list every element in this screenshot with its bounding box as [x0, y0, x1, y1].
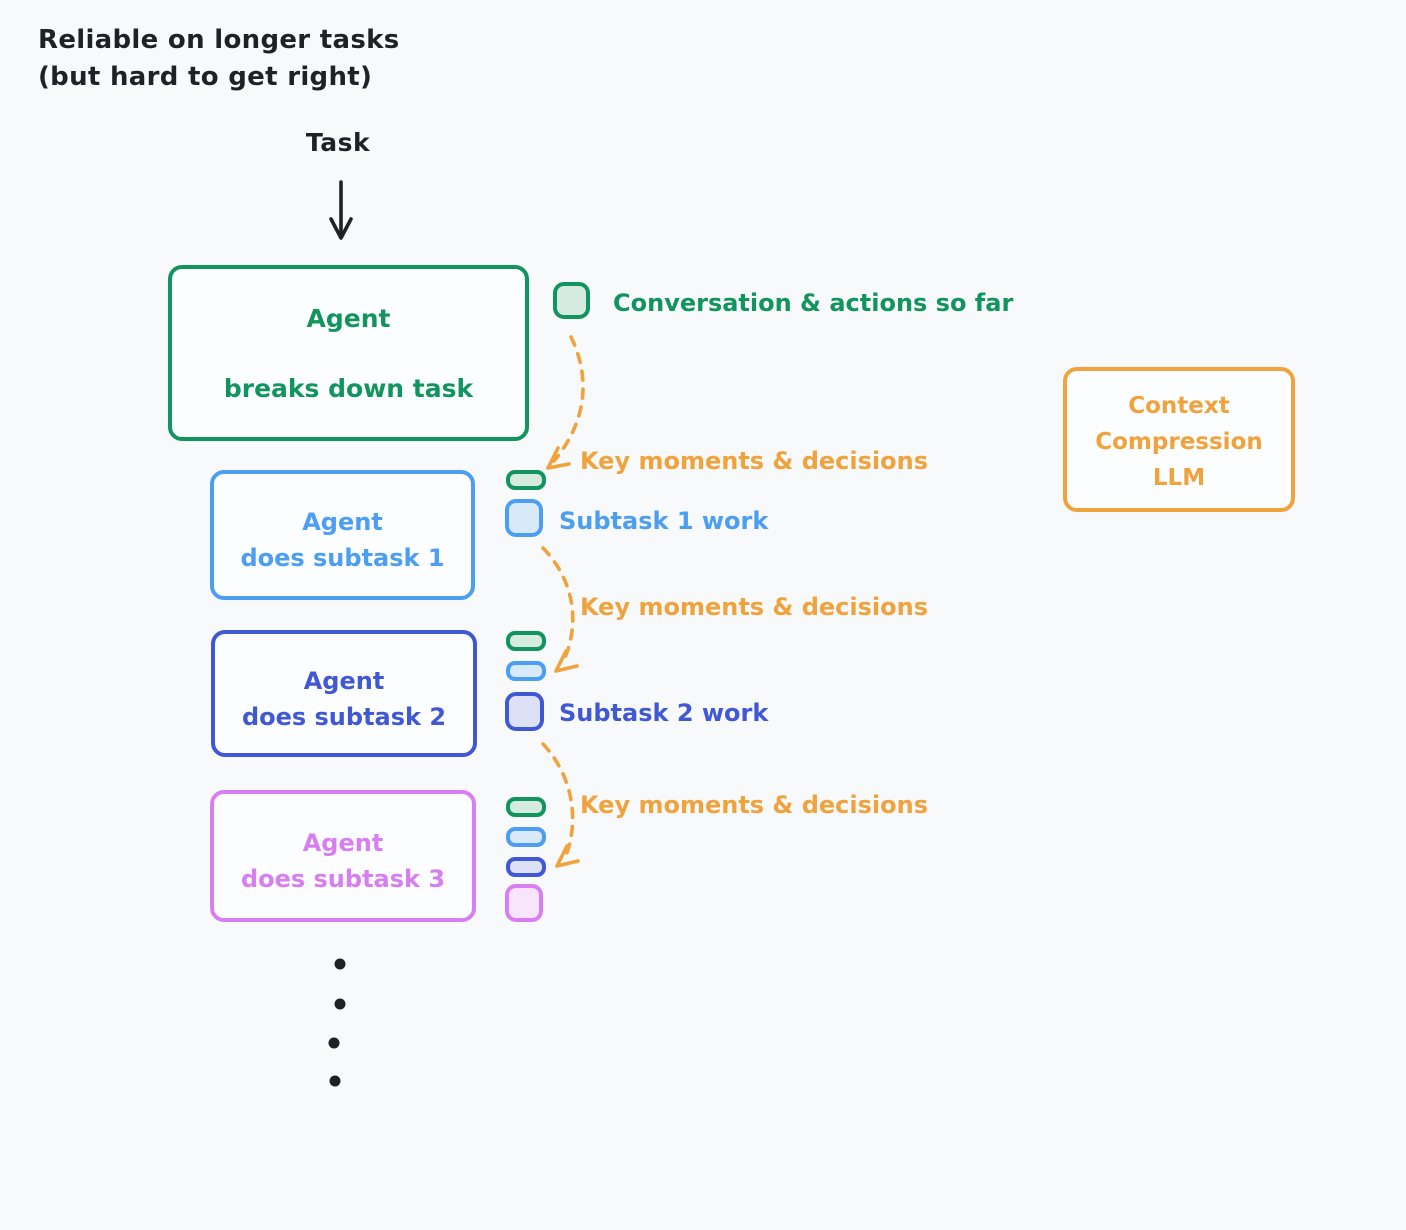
diagram-title-line2: (but hard to get right)	[38, 62, 373, 92]
subtask3-work-token-icon	[505, 884, 543, 922]
task-arrow-icon	[329, 180, 353, 240]
agent-subtask2-box-line1: Agent	[303, 666, 385, 695]
conversation-label: Conversation & actions so far	[613, 289, 1014, 317]
subtask1-work-token-icon	[505, 499, 543, 537]
compression-arrow-icon-2	[541, 546, 579, 673]
key-moments-label-1: Key moments & decisions	[580, 447, 928, 475]
agent-breakdown-box-line2: breaks down task	[223, 373, 474, 403]
agent-subtask1-box-line1: Agent	[302, 508, 383, 536]
subtask2-work-token-icon	[505, 692, 544, 731]
ellipsis-dots-icon	[328, 958, 346, 1087]
subtask1-work-label: Subtask 1 work	[559, 507, 769, 535]
task-label: Task	[305, 128, 371, 157]
agent-subtask1-box: Agent does subtask 1	[210, 470, 475, 600]
context-box-line1: Context	[1128, 392, 1230, 419]
context-box-line3: LLM	[1152, 464, 1206, 491]
compression-arrow-icon-1	[546, 335, 585, 470]
compression-arrow-icon-3	[541, 742, 580, 868]
agent-subtask3-box: Agent does subtask 3	[210, 790, 476, 922]
agent-subtask3-box-line2: does subtask 3	[240, 865, 446, 893]
agent-breakdown-box: Agent breaks down task	[168, 265, 529, 441]
context-compression-box: Context Compression LLM	[1063, 367, 1295, 512]
context-box-line2: Compression	[1095, 428, 1263, 455]
conversation-token-icon	[553, 282, 590, 319]
agent-subtask3-box-line1: Agent	[302, 829, 384, 857]
agent-breakdown-box-line1: Agent	[306, 303, 391, 333]
diagram-title-line1: Reliable on longer tasks	[38, 25, 400, 55]
key-moment-token-green-1	[506, 470, 546, 490]
agent-subtask1-box-line2: does subtask 1	[240, 544, 445, 572]
agent-subtask2-box-line2: does subtask 2	[241, 702, 447, 731]
key-moments-label-2: Key moments & decisions	[580, 593, 928, 621]
key-moment-token-indigo-1	[506, 857, 546, 877]
key-moment-token-green-3	[506, 797, 546, 817]
agent-subtask2-box: Agent does subtask 2	[211, 630, 477, 757]
key-moment-token-blue-2	[506, 827, 546, 847]
key-moments-label-3: Key moments & decisions	[580, 791, 928, 819]
diagram-title: Reliable on longer tasks (but hard to ge…	[38, 22, 399, 96]
key-moment-token-green-2	[506, 631, 546, 651]
subtask2-work-label: Subtask 2 work	[559, 699, 769, 727]
key-moment-token-blue-1	[506, 661, 546, 681]
